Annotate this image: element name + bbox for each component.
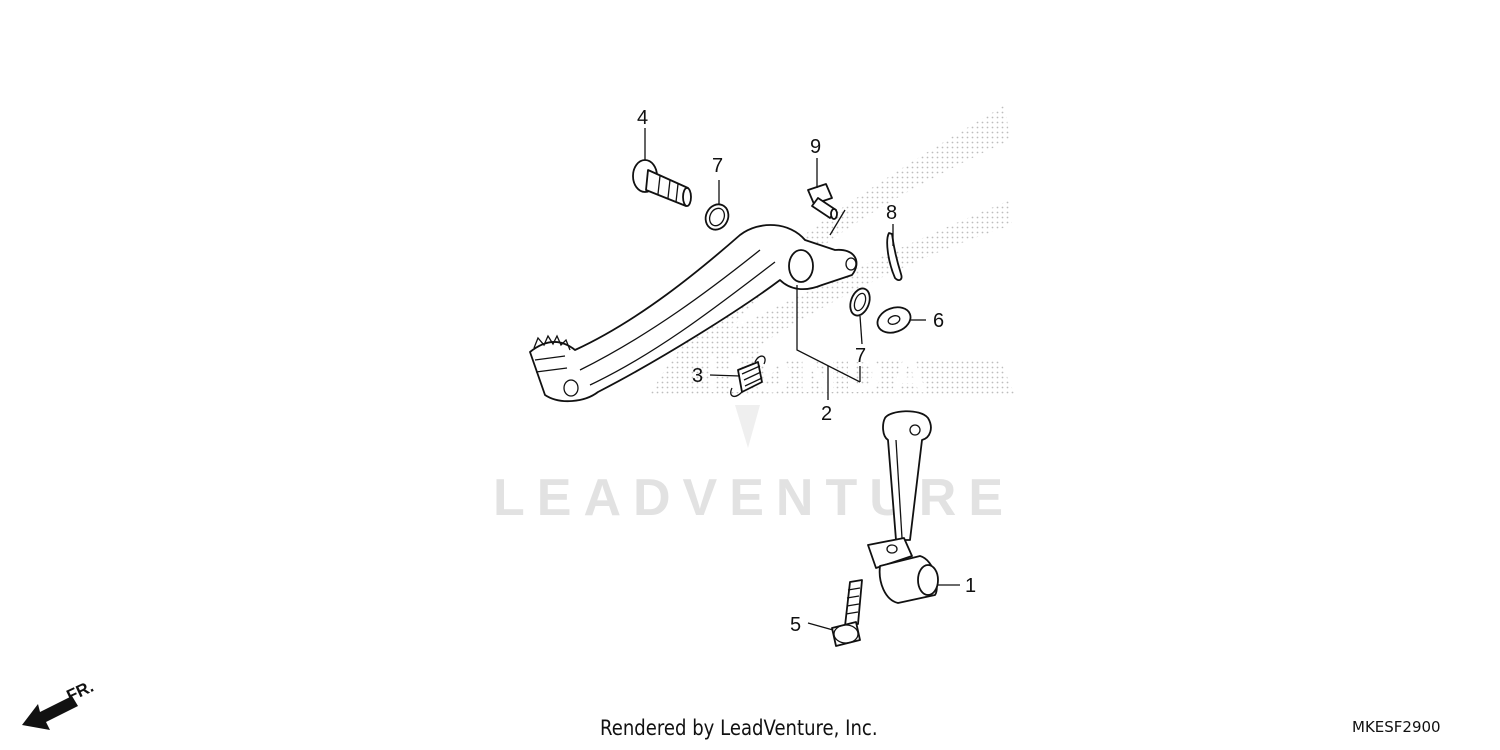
brake-pedal-part[interactable]: [529, 224, 858, 402]
callout-labels: 1 2 3 4 5 6 7 7 8 9: [637, 107, 976, 636]
leadventure-watermark: LEADVENTURE: [493, 405, 1015, 527]
callout-9: 9: [810, 136, 821, 158]
callout-7a: 7: [712, 155, 723, 177]
return-spring-part[interactable]: [730, 355, 766, 397]
callout-3: 3: [692, 365, 703, 387]
shift-pedal-part[interactable]: [867, 410, 939, 604]
front-direction-indicator: FR.: [22, 677, 97, 730]
cotter-pin-part[interactable]: [886, 232, 903, 281]
render-credit: Rendered by LeadVenture, Inc.: [600, 716, 878, 740]
callout-5: 5: [790, 614, 801, 636]
callout-7b: 7: [855, 345, 866, 367]
callout-1: 1: [965, 575, 976, 597]
washer-part[interactable]: [874, 303, 914, 337]
front-arrow-icon: [22, 696, 78, 730]
flange-bolt-part[interactable]: [831, 579, 863, 647]
callout-4: 4: [637, 107, 648, 129]
diagram-code: MKESF2900: [1352, 718, 1441, 736]
o-ring-lower-part[interactable]: [847, 286, 873, 318]
callout-8: 8: [886, 202, 897, 224]
honda-wing-watermark: [650, 105, 1015, 395]
o-ring-upper-part[interactable]: [702, 201, 733, 234]
callout-2: 2: [821, 403, 832, 425]
pivot-bolt-part[interactable]: [632, 159, 692, 207]
callout-6: 6: [933, 310, 944, 332]
clevis-pin-part[interactable]: [807, 183, 838, 220]
leader-lines: [644, 128, 960, 631]
svg-text:LEADVENTURE: LEADVENTURE: [493, 469, 1015, 527]
